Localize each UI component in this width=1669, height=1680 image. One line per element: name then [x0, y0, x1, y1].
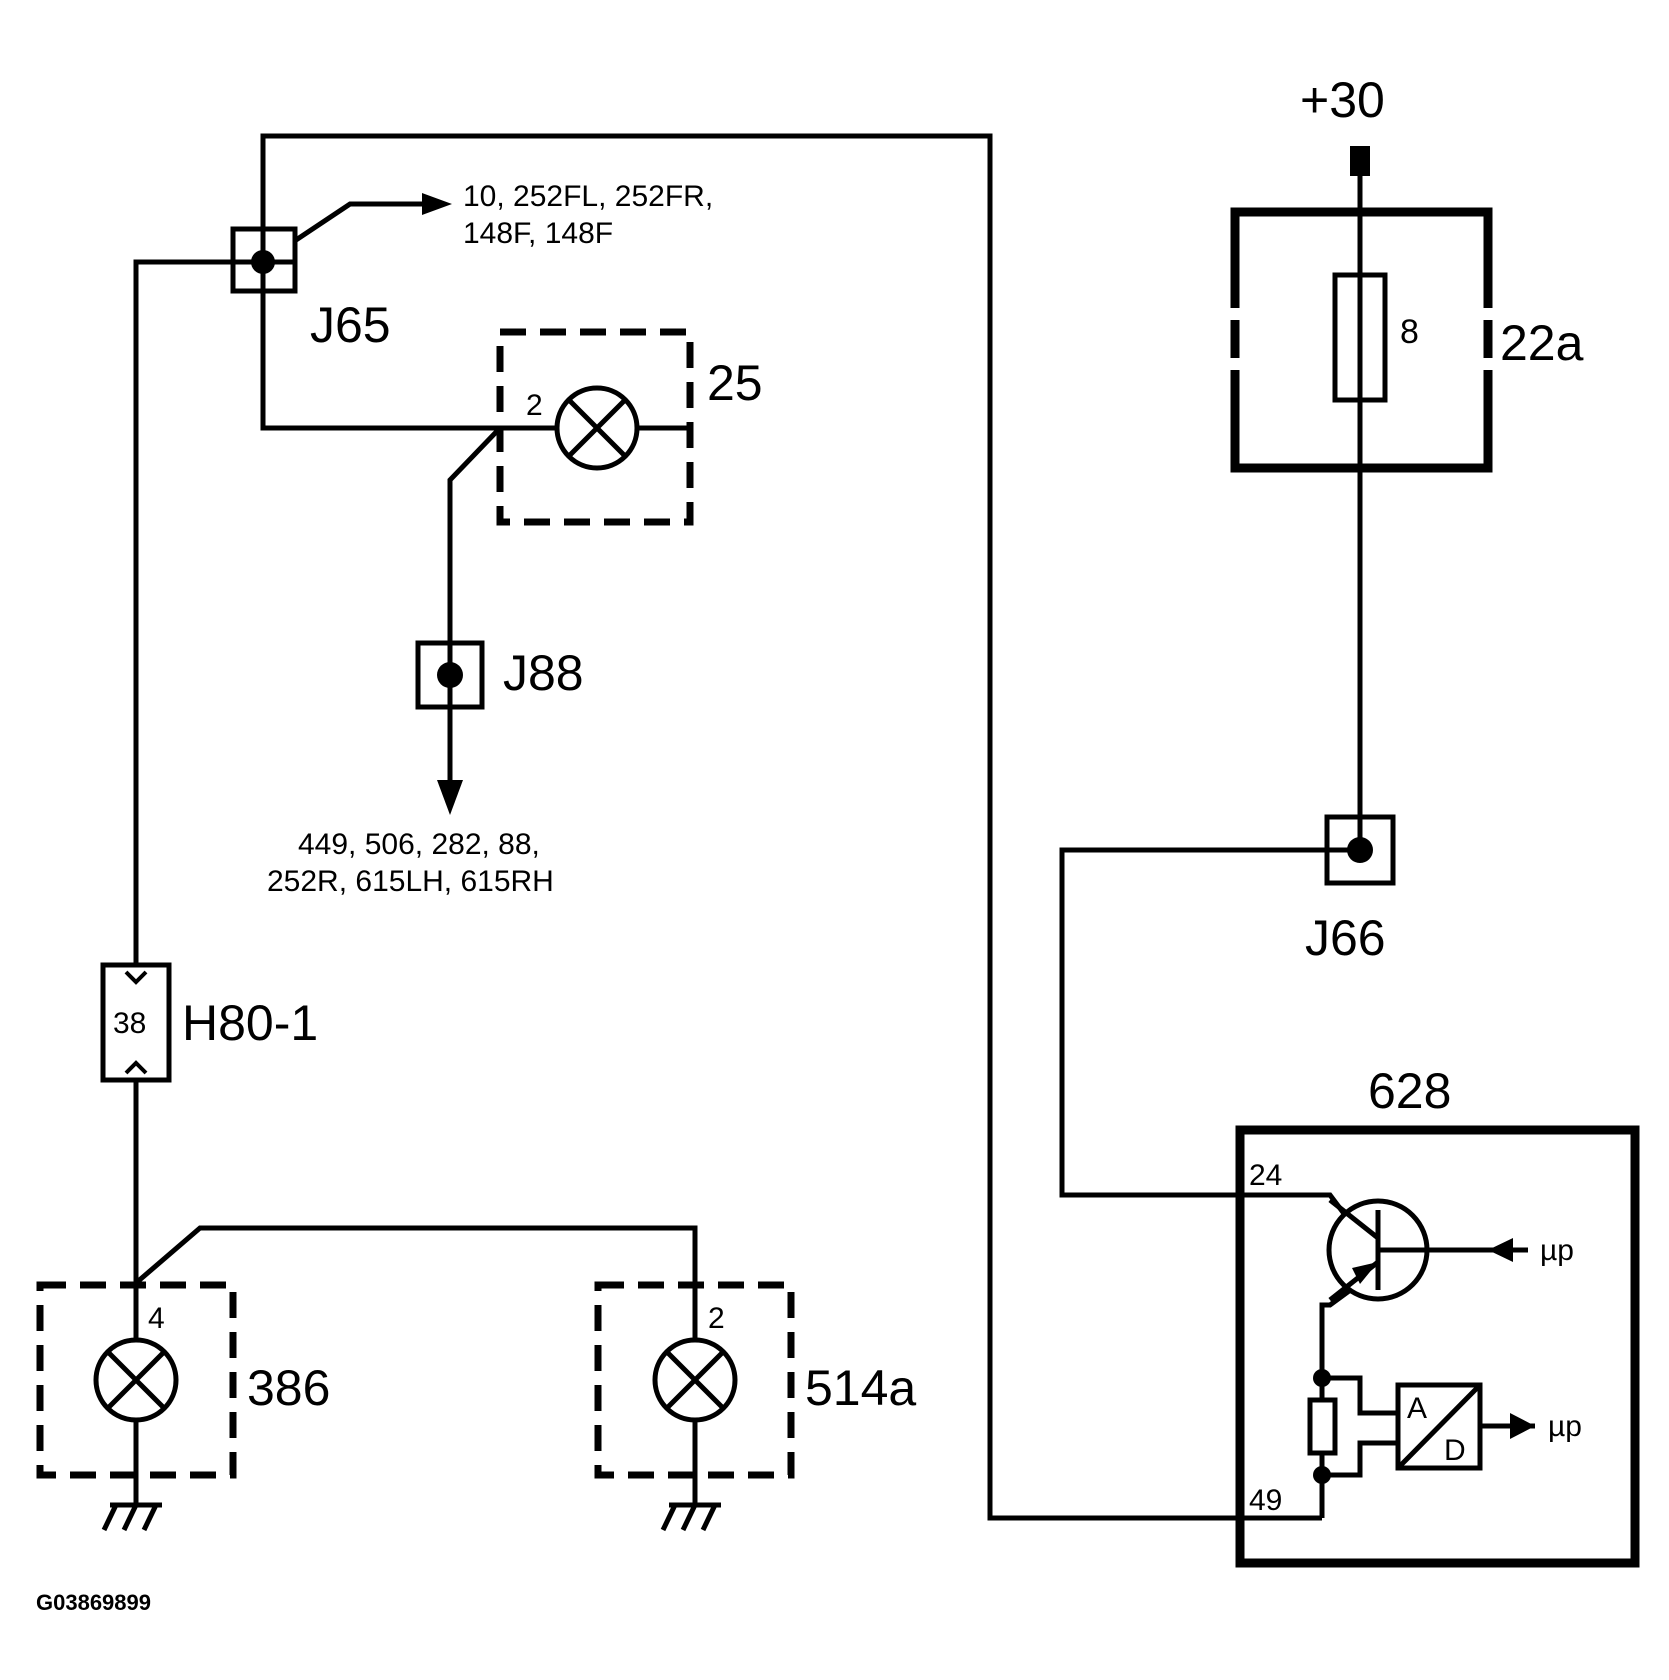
module-628-box [1235, 1125, 1640, 1568]
plus30-label: +30 [1300, 72, 1385, 128]
mu-p-bottom: µp [1548, 1410, 1582, 1443]
pin-24-label: 24 [1249, 1159, 1282, 1192]
h80-label: H80-1 [182, 995, 318, 1051]
arrow-mu-p-bottom [1510, 1413, 1535, 1439]
connector-j66: J66 [1305, 814, 1396, 966]
wire-25-to-j88 [447, 426, 502, 790]
j88-dest-line2: 252R, 615LH, 615RH [267, 865, 554, 898]
component-25: 2 25 [496, 328, 763, 526]
mu-p-top: µp [1540, 1234, 1574, 1267]
component-22a-label: 22a [1500, 315, 1584, 371]
wires [133, 133, 1363, 1521]
h80-pin: 38 [113, 1007, 146, 1040]
plus30-terminal [1350, 146, 1370, 176]
arrow-j65-dest [422, 193, 452, 215]
wire-j65-to-628-pin49 [260, 133, 1244, 1521]
arrow-mu-p-top [1488, 1238, 1513, 1262]
j65-dest-line2: 148F, 148F [463, 217, 613, 250]
component-628: 628 24 49 µp A D µp [1235, 1063, 1640, 1568]
ad-a: A [1407, 1392, 1427, 1425]
j66-dot [1347, 837, 1373, 863]
j88-dot [437, 662, 463, 688]
component-628-label: 628 [1368, 1063, 1451, 1119]
component-386-label: 386 [247, 1360, 330, 1416]
ad-d: D [1444, 1434, 1466, 1467]
component-22a: 8 22a [1230, 207, 1584, 473]
ad-converter: A D [1395, 1382, 1483, 1471]
j65-dot [251, 250, 275, 274]
wire-j65-to-h80 [133, 259, 263, 965]
j88-label: J88 [503, 645, 584, 701]
component-514a: 2 514a [594, 1281, 916, 1532]
shunt-resistor [1307, 1397, 1338, 1456]
j65-dest-line1: 10, 252FL, 252FR, [463, 180, 713, 213]
figure-code: G03869899 [36, 1590, 151, 1615]
wire-j66-to-628-pin24 [1059, 847, 1360, 1198]
component-514a-label: 514a [805, 1360, 916, 1416]
lamp-514a-pin: 2 [708, 1302, 725, 1335]
component-25-label: 25 [707, 355, 763, 411]
j88-dest-line1: 449, 506, 282, 88, [298, 828, 540, 861]
wire-j65-to-25 [260, 262, 500, 431]
connector-j88: J88 449, 506, 282, 88, 252R, 615LH, 615R… [267, 640, 584, 898]
connector-h80-1: 38 H80-1 [100, 962, 318, 1083]
component-386: 4 386 [36, 1281, 330, 1532]
lamp-25-pin: 2 [526, 389, 543, 422]
pin-49-label: 49 [1249, 1484, 1282, 1517]
j66-label: J66 [1305, 910, 1386, 966]
lamp-386-pin: 4 [148, 1302, 165, 1335]
connector-j65: J65 10, 252FL, 252FR, 148F, 148F [230, 180, 713, 353]
ground-icon [660, 1502, 721, 1532]
j65-label: J65 [310, 297, 391, 353]
fuse-number: 8 [1400, 313, 1419, 351]
ground-icon [101, 1502, 162, 1532]
arrow-j88-dest [437, 780, 463, 815]
